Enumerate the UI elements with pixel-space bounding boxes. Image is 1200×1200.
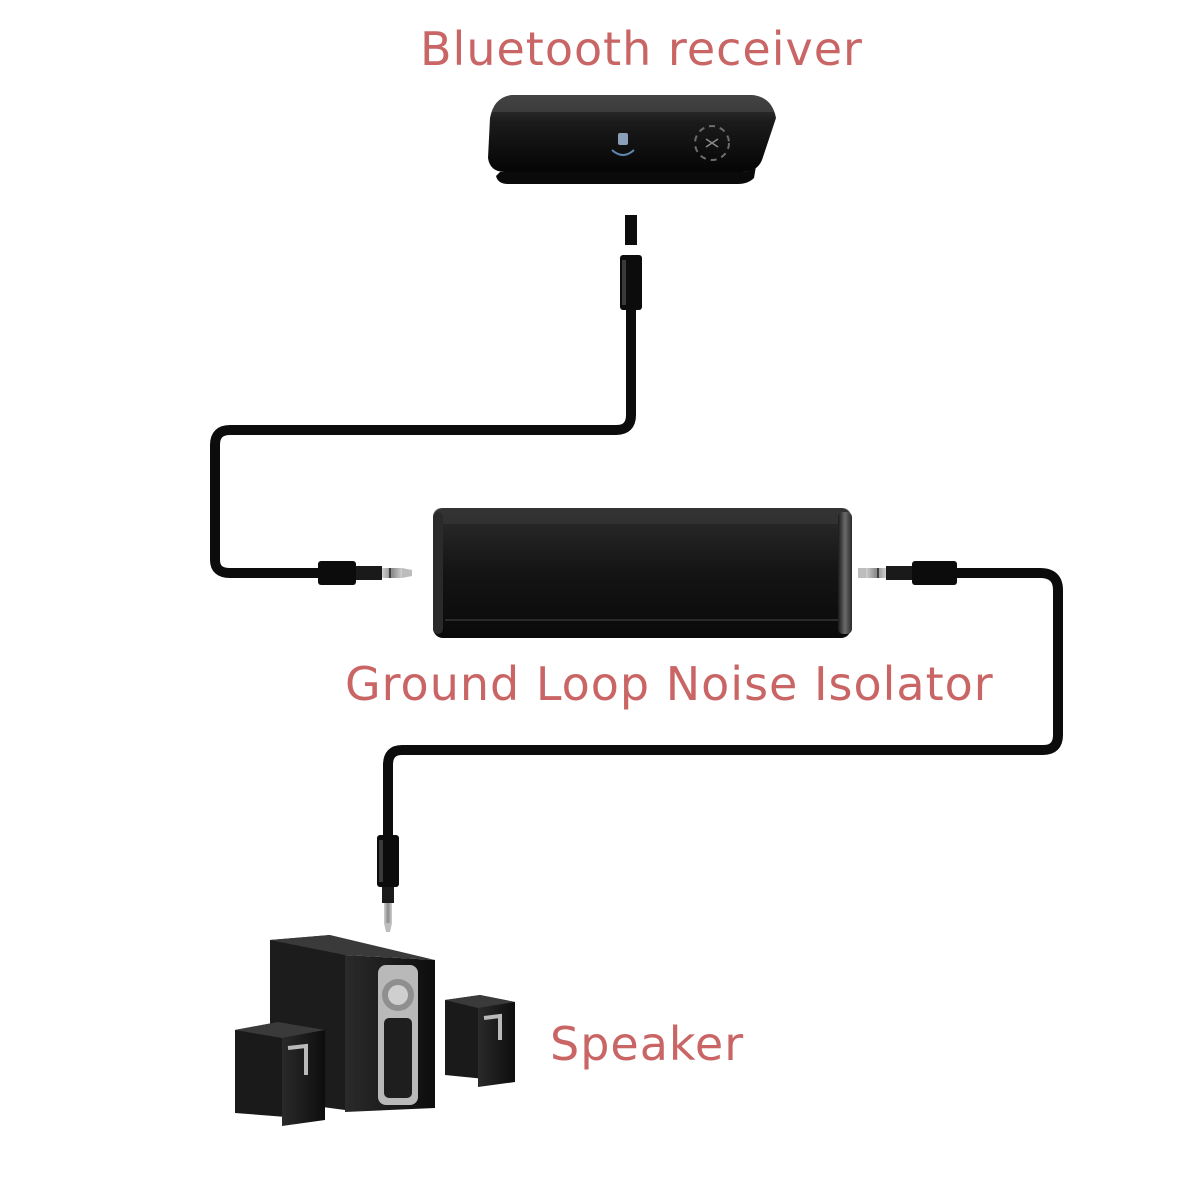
bluetooth-receiver-icon: [488, 95, 776, 245]
audio-plug-isolator-in: [318, 561, 412, 585]
cable-isolator-to-speaker: [383, 568, 1063, 840]
label-ground-loop-isolator: Ground Loop Noise Isolator: [345, 657, 994, 711]
speaker-system-icon: [235, 935, 515, 1126]
cable-receiver-to-isolator: [210, 300, 636, 578]
audio-plug-speaker: [377, 835, 399, 932]
audio-plug-receiver: [620, 255, 642, 310]
label-speaker: Speaker: [550, 1017, 745, 1071]
label-bluetooth-receiver: Bluetooth receiver: [420, 22, 863, 76]
ground-loop-isolator-icon: [433, 508, 852, 638]
audio-plug-isolator-out: [858, 561, 957, 585]
